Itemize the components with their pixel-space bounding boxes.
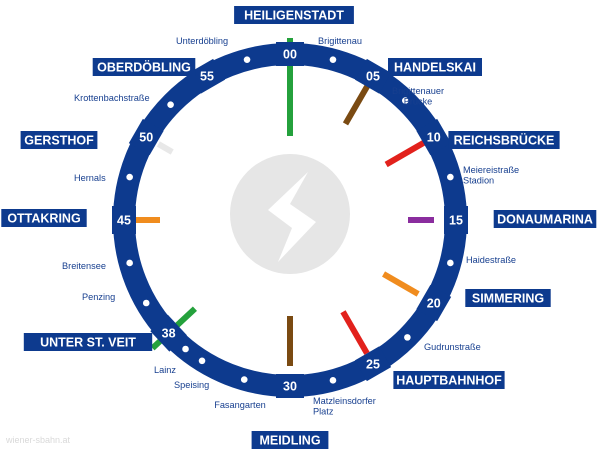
minute-marker-donaumarina: 15 (444, 206, 468, 234)
minor-station-label-brigittenau: Brigittenau (318, 36, 362, 46)
crossing-line-hauptbahnhof (340, 310, 370, 355)
svg-text:MEIDLING: MEIDLING (259, 434, 320, 448)
svg-text:45: 45 (117, 214, 131, 228)
major-station-label-simmering: SIMMERING (465, 289, 551, 307)
major-station-label-handelskai: HANDELSKAI (388, 58, 482, 76)
minor-station-dot-penzing (142, 299, 150, 307)
major-station-label-gersthof: GERSTHOF (20, 131, 98, 149)
major-station-label-meidling: MEIDLING (251, 431, 329, 449)
minor-station-dot-brigittenau (329, 56, 337, 63)
crossing-line-simmering (382, 271, 420, 297)
svg-text:38: 38 (162, 327, 176, 341)
crossing-line-gersthof (156, 141, 174, 155)
crossing-line-reichsbruecke (384, 139, 427, 168)
minor-station-dot-meiereistrasse-stadion (447, 173, 454, 181)
minor-station-dot-hernals (126, 173, 133, 181)
minor-station-dot-fasangarten (240, 376, 248, 383)
minor-station-dot-lainz (182, 345, 189, 353)
minor-station-dot-haidestrasse (447, 259, 454, 267)
minor-station-label-gudrunstrasse: Gudrunstraße (424, 342, 481, 352)
svg-text:05: 05 (366, 70, 380, 84)
major-station-labels: HEILIGENSTADT HANDELSKAI REICHSBRÜCKE DONAU… (1, 6, 597, 449)
major-station-label-reichsbruecke: REICHSBRÜCKE (448, 131, 560, 149)
svg-text:10: 10 (427, 131, 441, 145)
minute-marker-meidling: 30 (276, 374, 304, 398)
svg-text:25: 25 (366, 357, 380, 371)
svg-text:50: 50 (139, 131, 153, 145)
svg-text:DONAUMARINA: DONAUMARINA (497, 213, 593, 227)
minor-station-dots (126, 56, 454, 384)
major-station-label-ottakring: OTTAKRING (1, 209, 87, 227)
minute-marker-hauptbahnhof: 25 (354, 346, 392, 382)
s-bahn-logo-icon (230, 154, 350, 274)
svg-text:HEILIGENSTADT: HEILIGENSTADT (244, 9, 344, 23)
minor-station-label-unterdoebling: Unterdöbling (176, 36, 228, 46)
minute-marker-oberdoebling: 55 (188, 58, 226, 94)
svg-text:15: 15 (449, 214, 463, 228)
svg-text:20: 20 (427, 297, 441, 311)
svg-text:HANDELSKAI: HANDELSKAI (394, 61, 476, 75)
svg-text:30: 30 (283, 380, 297, 394)
minor-station-label-lainz: Lainz (154, 365, 176, 375)
minor-station-label-breitensee: Breitensee (62, 261, 106, 271)
minor-station-dot-krottenbachstrasse (167, 101, 174, 108)
major-station-label-heiligenstadt: HEILIGENSTADT (234, 6, 354, 24)
minor-station-label-penzing: Penzing (82, 292, 115, 302)
svg-text:REICHSBRÜCKE: REICHSBRÜCKE (454, 133, 555, 148)
svg-text:HAUPTBAHNHOF: HAUPTBAHNHOF (396, 374, 502, 388)
minute-markers: 00 05 10 15 20 25 30 38 45 50 55 (112, 42, 468, 398)
minute-marker-unter-st-veit: 38 (150, 314, 187, 352)
minute-marker-reichsbruecke: 10 (416, 118, 452, 156)
minor-station-label-fasangarten: Fasangarten (214, 400, 266, 410)
svg-text:SIMMERING: SIMMERING (472, 292, 544, 306)
minute-marker-heiligenstadt: 00 (276, 42, 304, 66)
minor-station-dot-brigittenauer-bruecke (402, 97, 409, 104)
major-station-label-donaumarina: DONAUMARINA (493, 210, 597, 228)
minute-marker-ottakring: 45 (112, 206, 136, 234)
minor-station-dot-breitensee (126, 259, 133, 267)
major-station-label-oberdoebling: OBERDÖBLING (92, 58, 196, 76)
svg-text:OBERDÖBLING: OBERDÖBLING (97, 60, 191, 75)
minor-station-label-speising: Speising (174, 380, 209, 390)
minute-marker-simmering: 20 (416, 284, 452, 322)
major-station-label-unter-st-veit: UNTER ST. VEIT (23, 333, 153, 351)
minor-station-dot-unterdoebling (243, 56, 251, 63)
minute-marker-gersthof: 50 (128, 118, 164, 156)
minor-station-dot-matzleinsdorfer-platz (329, 377, 337, 384)
svg-text:00: 00 (283, 48, 297, 62)
minute-marker-handelskai: 05 (354, 58, 392, 94)
minor-station-label-krottenbachstrasse: Krottenbachstraße (74, 93, 150, 103)
svg-text:55: 55 (200, 70, 214, 84)
minor-station-dot-speising (198, 357, 206, 365)
minor-station-dot-gudrunstrasse (404, 334, 411, 341)
svg-text:UNTER ST. VEIT: UNTER ST. VEIT (40, 336, 136, 350)
minor-station-label-hernals: Hernals (74, 173, 106, 183)
minor-station-label-haidestrasse: Haidestraße (466, 255, 516, 265)
watermark-text: wiener-sbahn.at (5, 435, 71, 445)
svg-text:GERSTHOF: GERSTHOF (24, 134, 94, 148)
major-station-label-hauptbahnhof: HAUPTBAHNHOF (393, 371, 505, 389)
svg-text:OTTAKRING: OTTAKRING (7, 212, 80, 226)
